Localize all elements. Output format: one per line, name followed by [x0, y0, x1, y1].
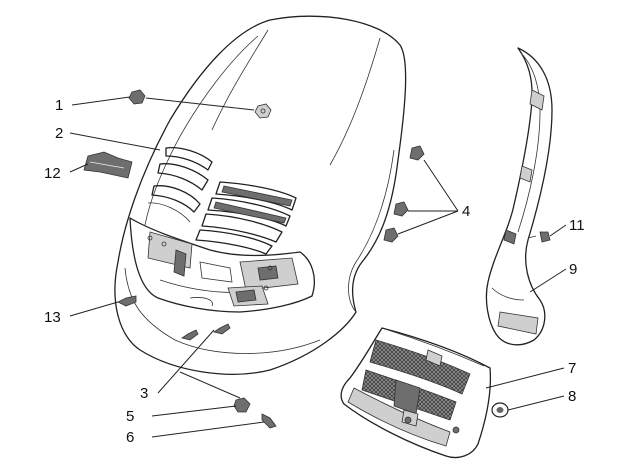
screw-part-6 — [261, 413, 277, 429]
screw-part-11 — [527, 231, 551, 243]
clip-parts-4 — [383, 145, 425, 243]
callout-3: 3 — [140, 385, 148, 402]
front-shield-part — [114, 15, 407, 375]
callout-12: 12 — [44, 165, 61, 182]
callout-4: 4 — [462, 203, 470, 220]
callout-5: 5 — [126, 408, 134, 425]
callout-11: 11 — [569, 217, 585, 234]
screws-part-3 — [181, 323, 231, 341]
leader-lines — [69, 96, 567, 438]
callout-8: 8 — [568, 388, 576, 405]
lower-panel-part — [340, 327, 492, 459]
callout-9: 9 — [569, 261, 577, 278]
callout-7: 7 — [568, 360, 576, 377]
badge-part-12 — [83, 151, 133, 179]
callout-1: 1 — [55, 97, 63, 114]
callout-labels: 1 2 3 4 5 6 7 8 9 11 12 13 — [44, 97, 585, 446]
side-strip-part — [485, 47, 553, 346]
screw-part-13 — [117, 295, 137, 307]
callout-13: 13 — [44, 309, 61, 326]
grommet-part-8 — [491, 402, 509, 418]
nut-part-5 — [233, 397, 251, 413]
callout-6: 6 — [126, 429, 134, 446]
callout-2: 2 — [55, 125, 63, 142]
nut-part-1a — [128, 89, 146, 105]
nut-part-1b — [254, 103, 272, 119]
